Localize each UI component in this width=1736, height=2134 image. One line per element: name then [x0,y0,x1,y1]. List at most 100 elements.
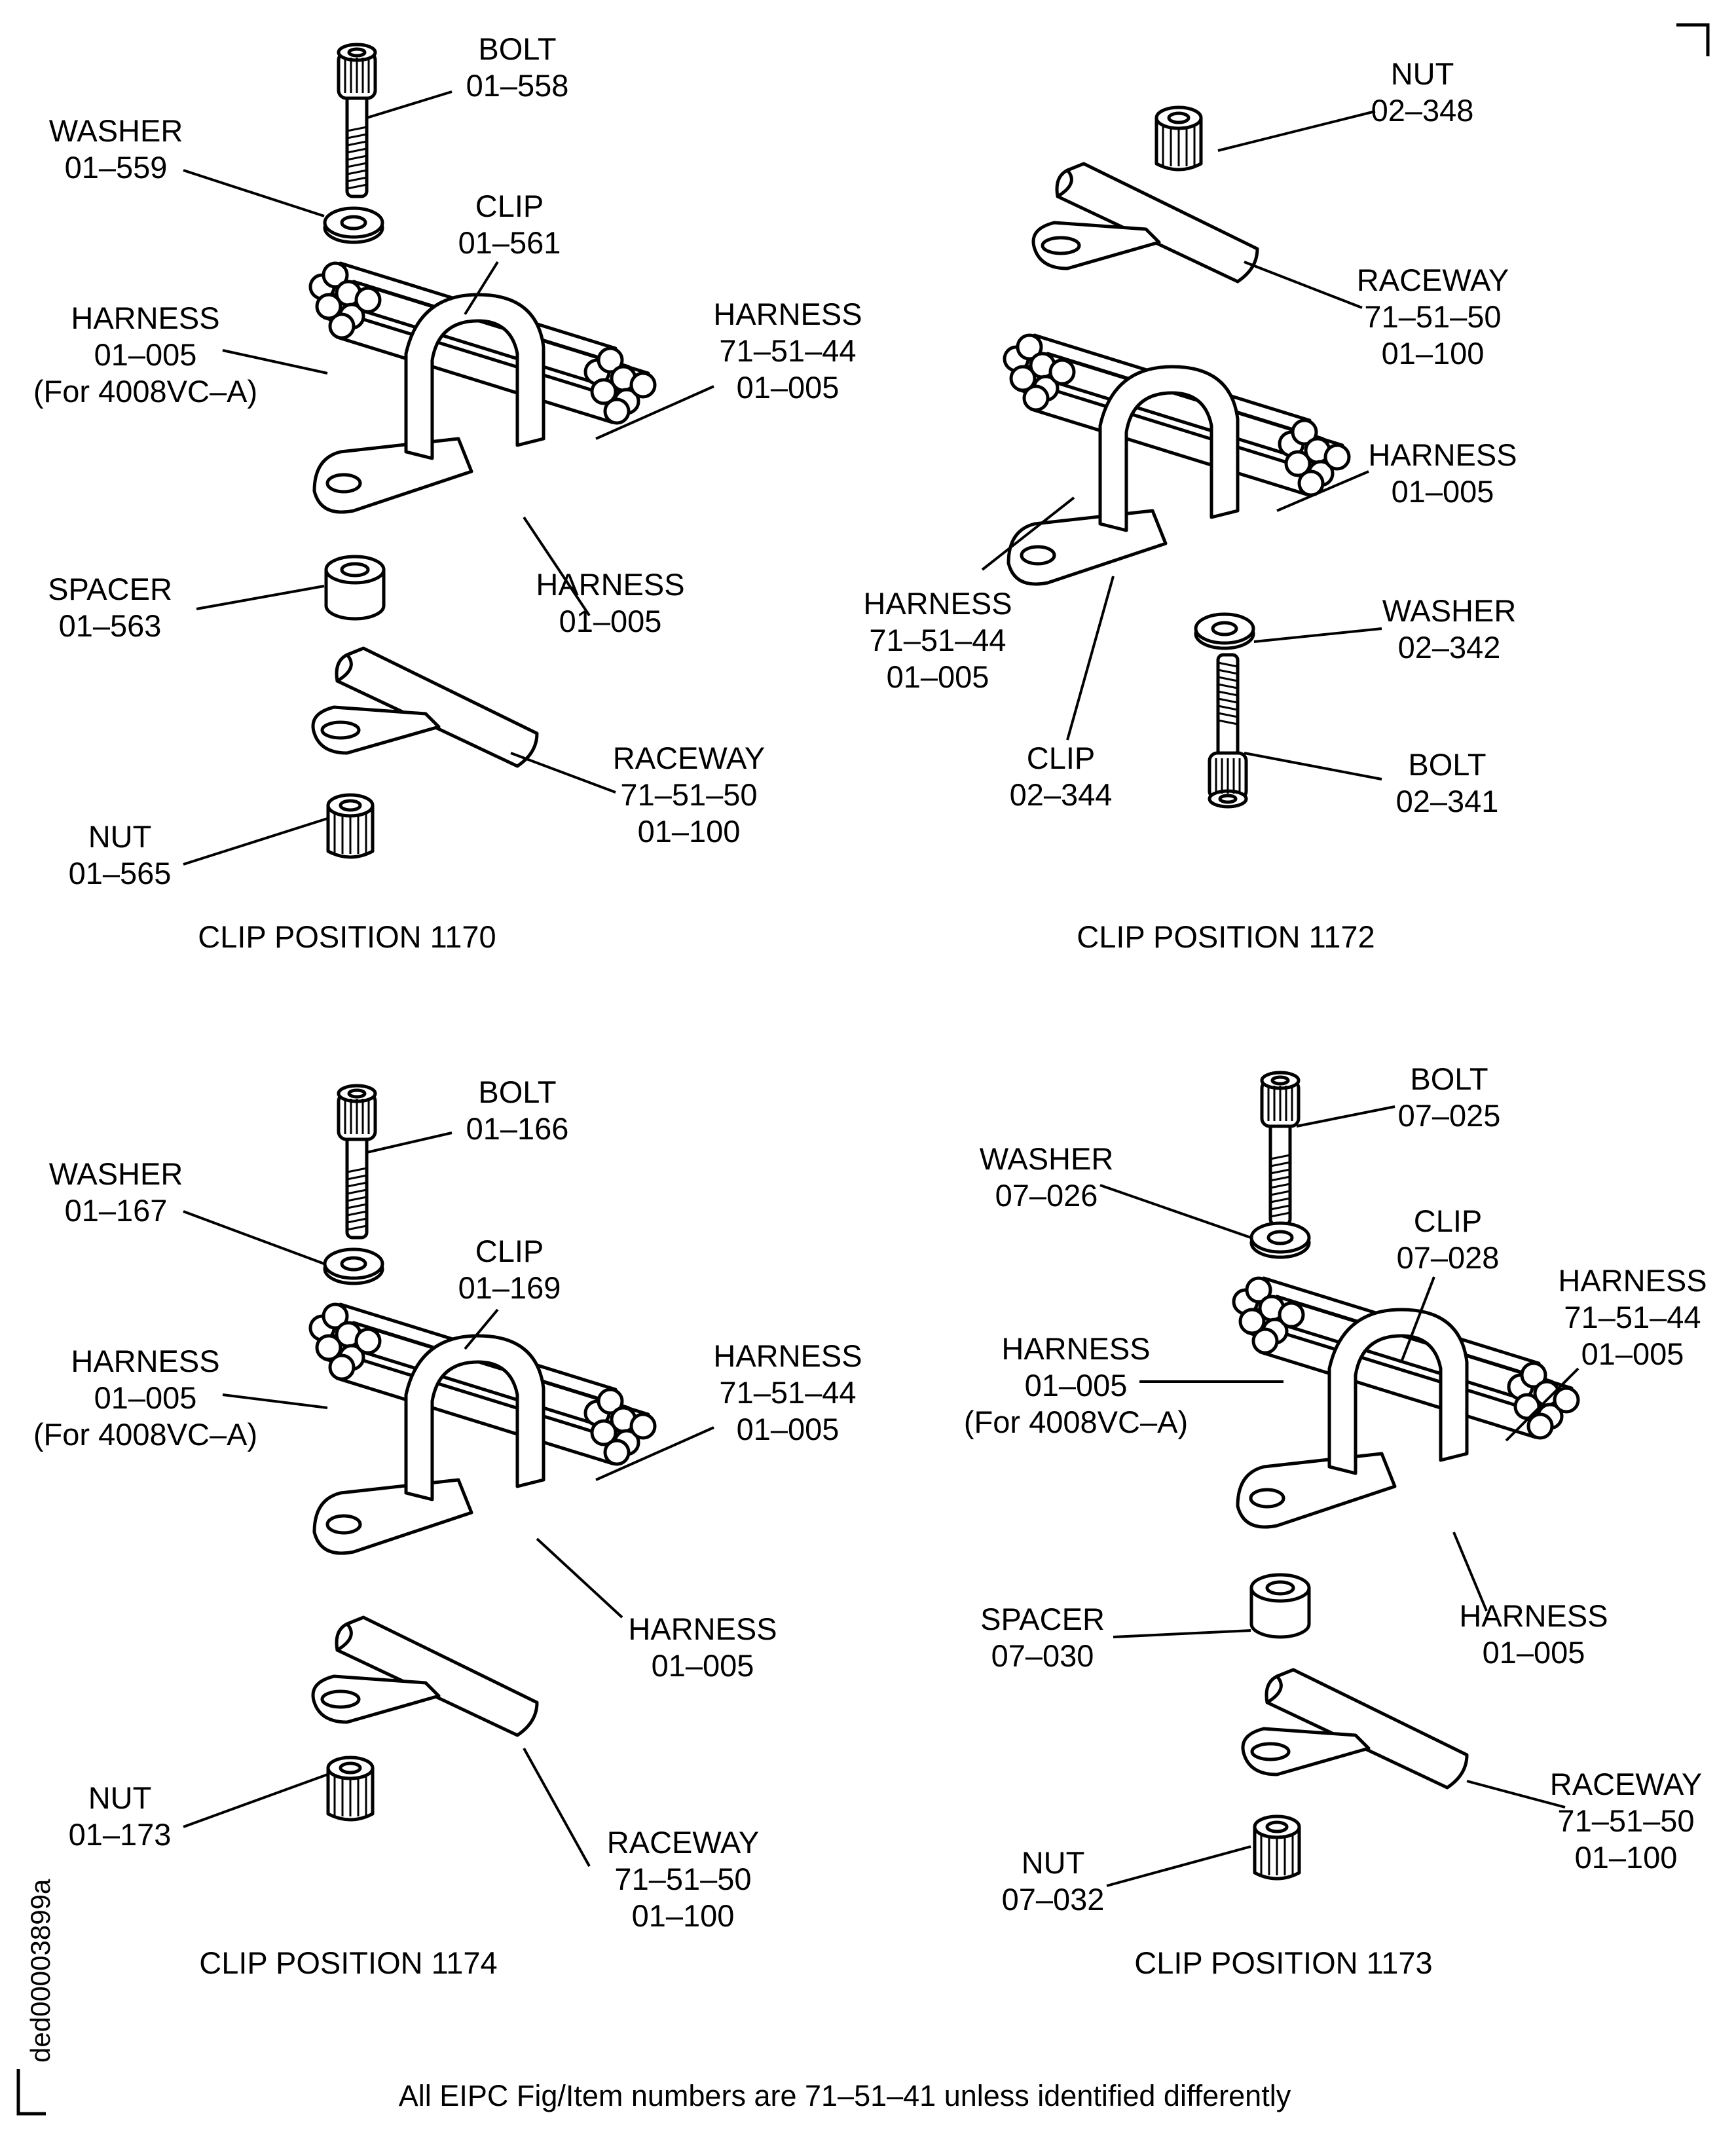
leader-line [464,261,499,316]
wire-end-right [1291,418,1318,446]
part-number: 01–005 [736,1412,840,1446]
thread-line [346,183,367,190]
thread-line [346,162,367,168]
thread-line [346,169,367,175]
part-name: SPACER [48,572,172,606]
wire-end-right [597,346,624,374]
clip-tab-hole [1020,545,1056,566]
part-name: HARNESS [536,567,685,602]
leader-line [183,169,325,217]
leader-line [1066,576,1115,741]
part-number: 71–51–44 [869,623,1007,657]
part-name: HARNESS [1558,1263,1707,1298]
part-number: 01–005 [559,604,662,638]
leader-line [222,349,328,375]
wire-end-left [1009,365,1037,392]
wire-end-left [315,293,342,320]
part-number: 07–028 [1396,1240,1500,1275]
raceway-clamp [1241,1727,1371,1776]
part-number: 07–026 [995,1178,1098,1213]
part-number: 01–005 [1581,1336,1684,1371]
panel-caption: CLIP POSITION 1174 [199,1945,498,1980]
raceway [311,1615,539,1737]
part-name: HARNESS [1368,437,1517,472]
raceway-clamp [311,705,441,755]
part-name: BOLT [478,31,557,66]
nut [326,1756,375,1822]
part-name: SPACER [980,1602,1105,1636]
raceway-tube [335,1615,539,1737]
thread-line [346,1217,367,1224]
part-number: 01–100 [1574,1840,1678,1875]
part-number: 01–005 [94,1380,197,1415]
wire-end-right [603,1439,631,1466]
leader-line [1113,1629,1251,1638]
part-name: HARNESS [1001,1331,1151,1366]
part-name: NUT [88,819,152,854]
part-number: 01–005 [736,370,840,405]
wire-end-left [1245,1276,1272,1304]
part-number: 01–169 [458,1270,561,1305]
thread-line [1270,1190,1291,1196]
clip-tab-hole [325,1514,362,1535]
thread-line [346,1196,367,1202]
wire-end-left [328,312,356,340]
socket [1218,794,1238,804]
part-number: 01–559 [64,150,168,185]
part-number: 01–100 [631,1898,735,1933]
spacer-hole [1265,1580,1295,1596]
part-number: 01–173 [68,1817,172,1852]
harness-clip [308,1302,657,1555]
thread-line [1270,1183,1291,1189]
harness-clip [308,261,657,514]
wire-end-left [315,1334,342,1361]
part-name: WASHER [979,1141,1114,1176]
raceway-cut [335,653,353,683]
part-name: CLIP [475,189,544,223]
wire-end-left [1278,1301,1305,1329]
part-number: 01–558 [466,68,569,103]
leader-line [183,1773,328,1828]
wire-end-left [322,1302,349,1330]
leader-line [1296,1105,1395,1128]
part-number: (For 4008VC–A) [963,1405,1189,1439]
leader-line [536,1537,623,1619]
part-name: RACEWAY [612,741,766,775]
thread-line [1217,676,1238,682]
part-name: HARNESS [71,301,220,335]
leader-line [366,90,452,119]
part-number: 71–51–50 [1557,1803,1695,1838]
part-number: 01–005 [1482,1635,1585,1670]
thread-line [346,1174,367,1181]
wire-end-right [590,1419,618,1446]
clip-band [404,1334,545,1501]
nut-hole [1167,111,1191,124]
wire-end-right [1284,450,1312,477]
part-number: 02–344 [1009,777,1113,812]
thread-line [346,1210,367,1217]
part-number: 02–342 [1397,630,1501,665]
part-name: HARNESS [713,297,862,331]
wire-end-right [1323,443,1351,471]
part-number: 71–51–44 [719,1375,857,1410]
bolt [337,1084,377,1240]
harness-clip [1232,1276,1580,1529]
part-name: NUT [1390,56,1454,91]
clamp-hole [1041,236,1081,255]
